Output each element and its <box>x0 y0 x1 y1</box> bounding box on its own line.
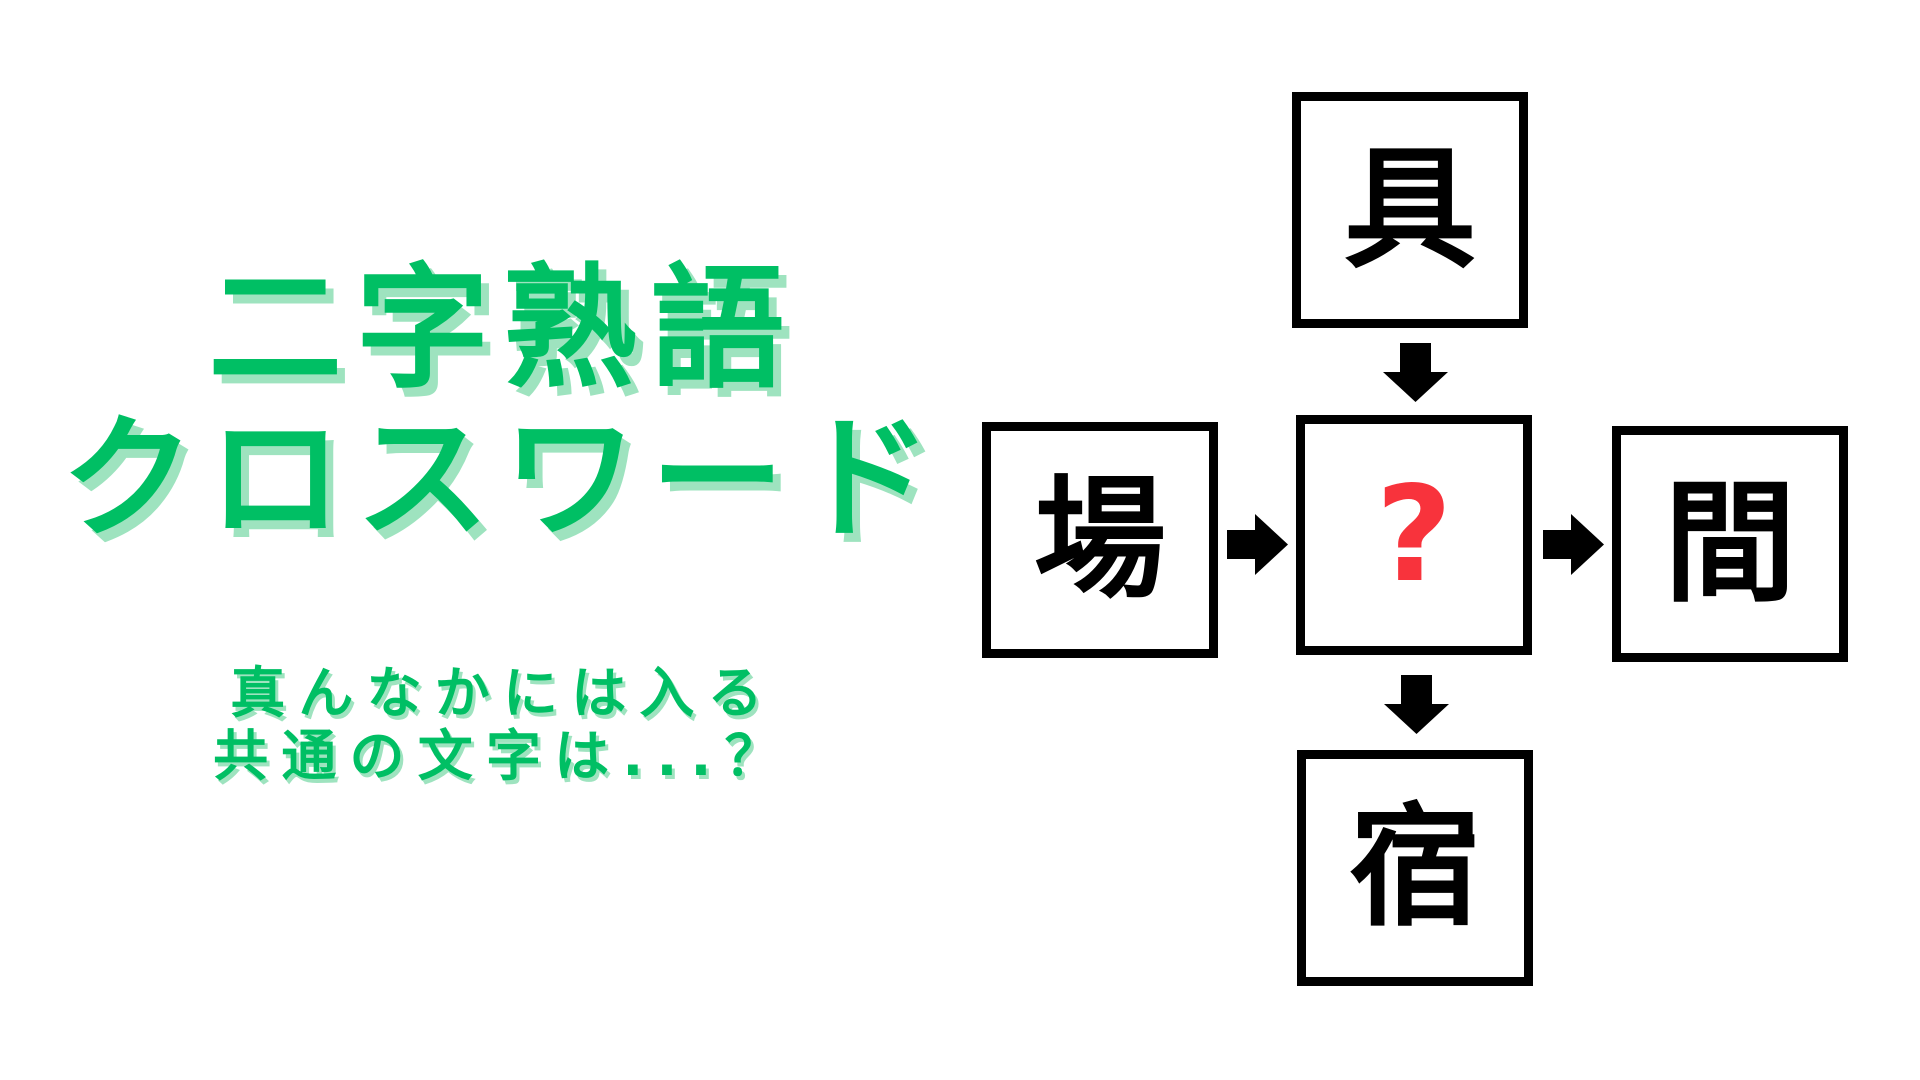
arrow-right-icon <box>1543 514 1604 575</box>
arrow-down-icon <box>1383 343 1448 402</box>
question-mark: ? <box>1375 458 1453 612</box>
kanji-bottom: 宿 <box>1349 791 1481 945</box>
subtitle-line-1: 真んなかには入る <box>230 661 776 725</box>
subtitle-line-2: 共通の文字は...？ <box>213 724 793 788</box>
title-line-2: クロスワード <box>60 401 946 557</box>
page-title: 二字熟語 クロスワード <box>0 254 1006 554</box>
puzzle-cell-top: 具 <box>1292 92 1528 328</box>
title-line-1: 二字熟語 <box>208 251 798 407</box>
kanji-left: 場 <box>1034 463 1166 617</box>
kanji-right: 間 <box>1664 467 1796 621</box>
puzzle-cell-bottom: 宿 <box>1297 750 1533 986</box>
puzzle-cell-left: 場 <box>982 422 1218 658</box>
page-subtitle: 真んなかには入る 共通の文字は...？ <box>0 662 1006 788</box>
arrow-right-icon <box>1227 514 1288 575</box>
puzzle-cell-center: ? <box>1296 415 1532 655</box>
kanji-top: 具 <box>1344 133 1476 287</box>
arrow-down-icon <box>1384 675 1449 734</box>
puzzle-cell-right: 間 <box>1612 426 1848 662</box>
